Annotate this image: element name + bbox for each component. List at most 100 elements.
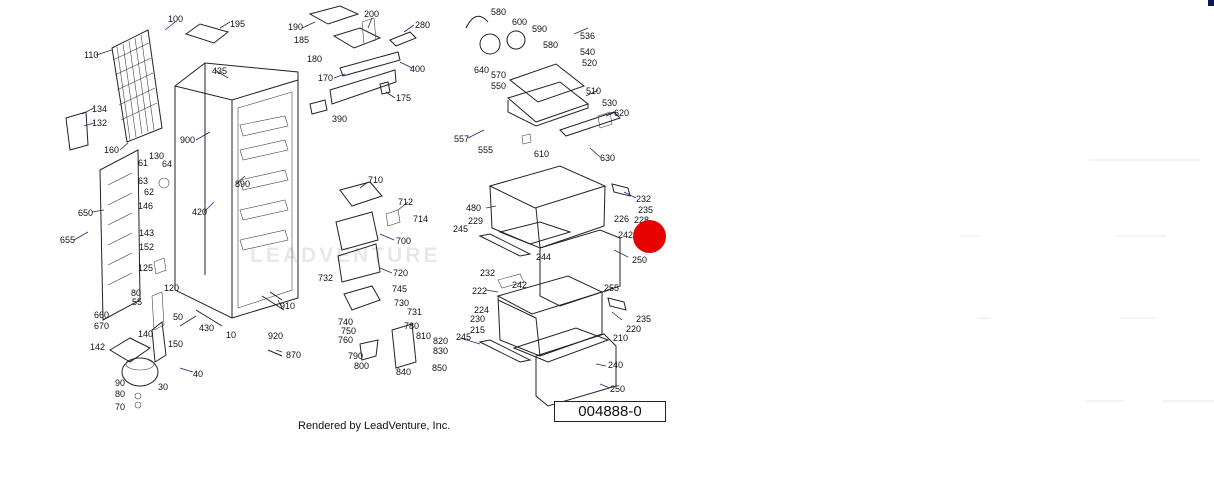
part-label: 160 — [104, 145, 119, 155]
part-label: 620 — [614, 108, 629, 118]
part-label: 800 — [354, 361, 369, 371]
red-hotspot-marker[interactable] — [633, 220, 666, 253]
part-label: 760 — [338, 335, 353, 345]
part-label: 510 — [586, 86, 601, 96]
part-label: 714 — [413, 214, 428, 224]
part-label: 590 — [532, 24, 547, 34]
part-label: 731 — [407, 307, 422, 317]
part-label: 235 — [636, 314, 651, 324]
part-label: 80 — [115, 389, 125, 399]
part-label: 435 — [212, 66, 227, 76]
part-label: 230 — [470, 314, 485, 324]
part-label: 790 — [348, 351, 363, 361]
part-label: 70 — [115, 402, 125, 412]
part-label: 210 — [613, 333, 628, 343]
part-label: 180 — [307, 54, 322, 64]
part-label: 580 — [543, 40, 558, 50]
part-label: 150 — [168, 339, 183, 349]
ice-assembly-parts — [335, 181, 417, 369]
part-label: 730 — [394, 298, 409, 308]
part-label: 120 — [164, 283, 179, 293]
part-label: 810 — [416, 331, 431, 341]
part-label: 125 — [138, 263, 153, 273]
part-label: 142 — [90, 342, 105, 352]
leader-lines — [73, 17, 637, 389]
part-label: 152 — [139, 242, 154, 252]
part-label: 244 — [536, 252, 551, 262]
part-labels: 100 195 110 190 185 200 280 180 435 400 … — [60, 7, 653, 412]
part-label: 90 — [115, 378, 125, 388]
part-label: 40 — [193, 369, 203, 379]
part-label: 640 — [474, 65, 489, 75]
part-label: 242 — [512, 280, 527, 290]
part-label: 229 — [468, 216, 483, 226]
part-label: 170 — [318, 73, 333, 83]
part-label: 732 — [318, 273, 333, 283]
part-label: 255 — [604, 283, 619, 293]
part-label: 110 — [84, 50, 98, 60]
part-label: 570 — [491, 70, 506, 80]
part-label: 215 — [470, 325, 485, 335]
part-label: 245 — [453, 224, 468, 234]
part-label: 820 — [433, 336, 448, 346]
part-label: 750 — [341, 326, 356, 336]
part-label: 910 — [280, 301, 295, 311]
icemaker-parts — [465, 15, 621, 145]
part-label: 660 — [94, 310, 109, 320]
drawer-assembly — [478, 165, 631, 407]
part-label: 780 — [404, 321, 419, 331]
part-label: 480 — [466, 203, 481, 213]
part-label: 655 — [60, 235, 75, 245]
part-label: 226 — [614, 214, 629, 224]
part-label: 610 — [534, 149, 549, 159]
part-label: 580 — [491, 7, 506, 17]
part-label: 430 — [199, 323, 214, 333]
part-label: 143 — [139, 228, 154, 238]
part-label: 146 — [138, 201, 153, 211]
part-label: 536 — [580, 31, 595, 41]
part-label: 80 — [131, 288, 141, 298]
part-label: 242 — [618, 230, 633, 240]
part-label: 130 — [149, 151, 164, 161]
part-label: 50 — [173, 312, 183, 322]
part-label: 62 — [144, 187, 154, 197]
part-label: 100 — [168, 14, 183, 24]
part-label: 250 — [610, 384, 625, 394]
part-label: 232 — [480, 268, 495, 278]
part-label: 132 — [92, 118, 107, 128]
part-label: 245 — [456, 332, 471, 342]
part-label: 200 — [364, 9, 379, 19]
part-label: 540 — [580, 47, 595, 57]
part-label: 185 — [294, 35, 309, 45]
part-label: 890 — [235, 179, 250, 189]
part-label: 850 — [432, 363, 447, 373]
part-label: 830 — [433, 346, 448, 356]
control-parts — [308, 5, 417, 115]
part-label: 840 — [396, 367, 411, 377]
part-label: 235 — [638, 205, 653, 215]
part-label: 10 — [226, 330, 236, 340]
part-label: 520 — [582, 58, 597, 68]
part-label: 220 — [626, 324, 641, 334]
part-label: 555 — [478, 145, 493, 155]
part-label: 55 — [132, 297, 142, 307]
part-label: 224 — [474, 305, 489, 315]
part-label: 63 — [138, 176, 148, 186]
part-label: 745 — [392, 284, 407, 294]
part-label: 250 — [632, 255, 647, 265]
part-label: 557 — [454, 134, 469, 144]
part-label: 720 — [393, 268, 408, 278]
background-artifacts — [960, 159, 1214, 402]
part-label: 700 — [396, 236, 411, 246]
part-label: 190 — [288, 22, 303, 32]
part-label: 920 — [268, 331, 283, 341]
part-label: 195 — [230, 19, 245, 29]
part-label: 740 — [338, 317, 353, 327]
part-label: 134 — [92, 104, 107, 114]
part-label: 280 — [415, 20, 430, 30]
part-label: 712 — [398, 197, 413, 207]
part-label: 650 — [78, 208, 93, 218]
part-label: 400 — [410, 64, 425, 74]
part-label: 390 — [332, 114, 347, 124]
part-label: 600 — [512, 17, 527, 27]
